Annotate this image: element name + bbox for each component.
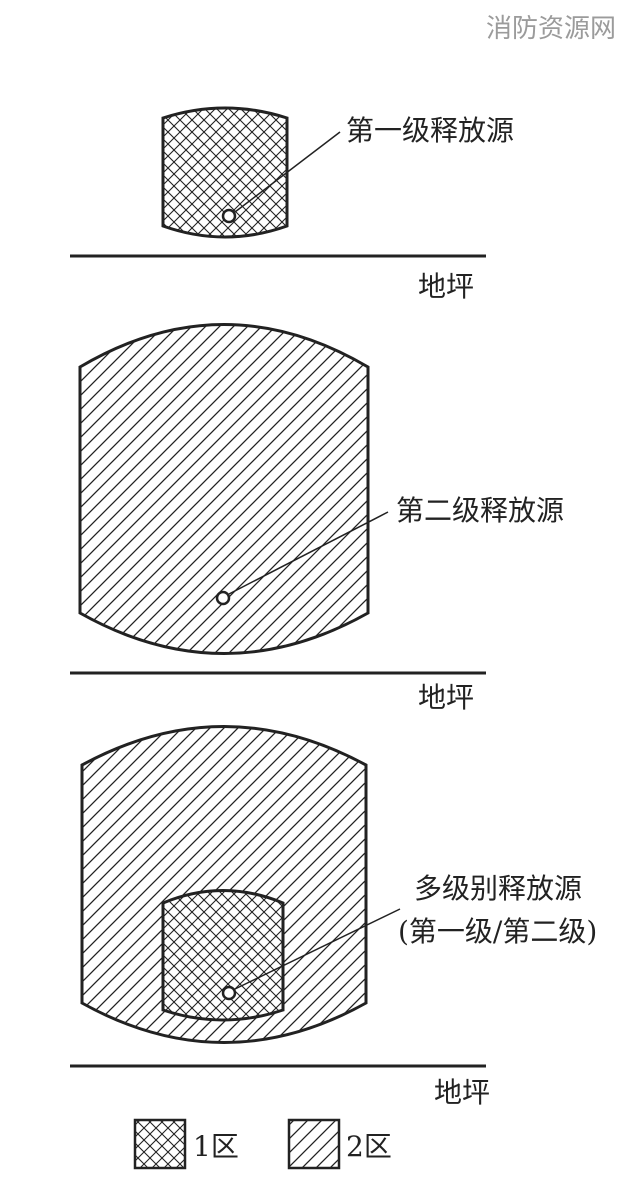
legend-label-zone-2: 2区 [346,1130,392,1163]
source-label-line1: 多级别释放源 [414,872,582,905]
source-label: 第二级释放源 [396,494,564,527]
leader-line [234,908,401,990]
legend-swatch-diagonal-hatch [287,1118,341,1170]
source-label-line2: (第一级/第二级) [398,915,597,948]
legend-swatch-cross-hatch [133,1118,187,1170]
zone-1-area [161,106,289,239]
ground-label: 地坪 [418,681,474,714]
leader-line [228,511,389,595]
panel-2: 第二级释放源 地坪 [70,323,564,714]
release-source-marker [215,590,231,606]
ground-label: 地坪 [434,1076,490,1109]
panel-1: 第一级释放源 地坪 [70,106,514,303]
zone-2-area [78,323,370,655]
watermark: 消防资源网 [485,14,616,44]
source-label: 第一级释放源 [346,114,514,147]
legend: 1区 2区 [133,1118,392,1170]
legend-label-zone-1: 1区 [193,1130,239,1163]
ground-label: 地坪 [418,270,474,303]
leader-line [234,131,341,213]
panel-3: 多级别释放源 (第一级/第二级) 地坪 [70,725,597,1109]
zone-1-area-hatch [161,889,285,1022]
zone-2-area [80,725,368,1044]
release-source-marker [221,985,237,1001]
release-source-marker [221,208,237,224]
